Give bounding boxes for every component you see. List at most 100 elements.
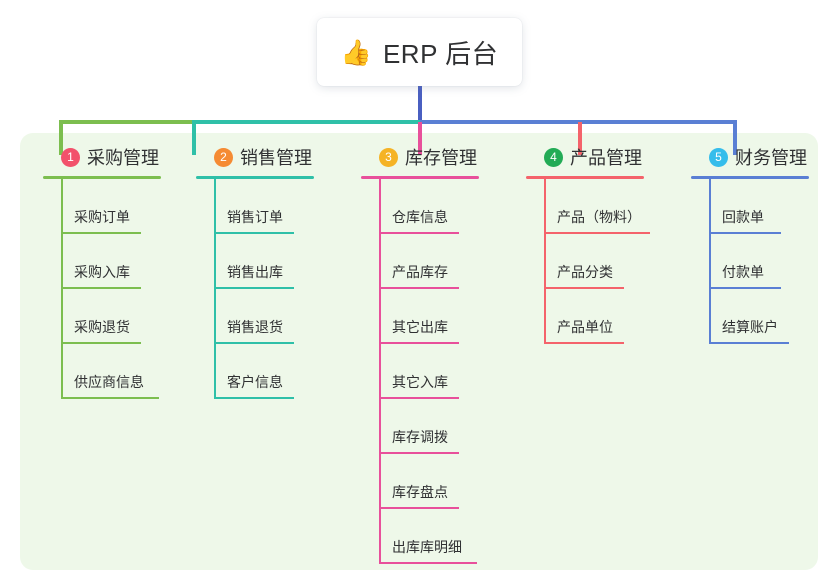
branch-leaf-item[interactable]: 其它出库 bbox=[361, 289, 479, 344]
branch-items: 回款单付款单结算账户 bbox=[691, 179, 809, 344]
leaf-label: 产品库存 bbox=[392, 264, 448, 280]
branch-leaf-item[interactable]: 其它入库 bbox=[361, 344, 479, 399]
branch-leaf-item[interactable]: 库存盘点 bbox=[361, 454, 479, 509]
branch-number-badge: 1 bbox=[61, 147, 80, 167]
leaf-label: 采购订单 bbox=[74, 209, 130, 225]
leaf-label: 出库库明细 bbox=[392, 539, 462, 555]
leaf-underline bbox=[379, 342, 459, 344]
leaf-underline bbox=[214, 232, 294, 234]
branch-spine-line bbox=[709, 179, 711, 344]
branch-header-rule bbox=[43, 176, 161, 179]
leaf-underline bbox=[544, 232, 650, 234]
branch-leaf-item[interactable]: 仓库信息 bbox=[361, 179, 479, 234]
branch-number-badge: 4 bbox=[544, 147, 563, 167]
root-node-card[interactable]: 👍 ERP 后台 bbox=[317, 18, 522, 86]
branch-items: 产品（物料） 产品分类产品单位 bbox=[526, 179, 650, 344]
leaf-underline bbox=[214, 287, 294, 289]
branch-header-5[interactable]: 5 财务管理 bbox=[691, 143, 809, 171]
branch-column-3: 3 库存管理仓库信息产品库存其它出库其它入库库存调拨库存盘点出库库明细 bbox=[361, 143, 479, 564]
branch-leaf-item[interactable]: 供应商信息 bbox=[43, 344, 161, 399]
branch-column-2: 2 销售管理销售订单销售出库销售退货客户信息 bbox=[196, 143, 314, 399]
branch-leaf-item[interactable]: 产品（物料） bbox=[526, 179, 650, 234]
branch-leaf-item[interactable]: 结算账户 bbox=[691, 289, 809, 344]
leaf-label: 库存盘点 bbox=[392, 484, 448, 500]
branch-column-5: 5 财务管理回款单付款单结算账户 bbox=[691, 143, 809, 344]
leaf-underline bbox=[379, 397, 459, 399]
branch-leaf-item[interactable]: 销售出库 bbox=[196, 234, 314, 289]
branch-header-3[interactable]: 3 库存管理 bbox=[361, 143, 479, 171]
branch-leaf-item[interactable]: 销售订单 bbox=[196, 179, 314, 234]
leaf-label: 付款单 bbox=[722, 264, 764, 280]
leaf-underline bbox=[709, 232, 781, 234]
branch-leaf-item[interactable]: 客户信息 bbox=[196, 344, 314, 399]
branch-column-4: 4 产品管理产品（物料） 产品分类产品单位 bbox=[526, 143, 650, 344]
leaf-underline bbox=[709, 287, 781, 289]
thumbs-up-icon: 👍 bbox=[340, 38, 372, 67]
branch-title: 采购管理 bbox=[87, 148, 159, 168]
branch-spine-line bbox=[214, 179, 216, 399]
branch-items: 采购订单采购入库采购退货供应商信息 bbox=[43, 179, 161, 399]
branch-number-badge: 2 bbox=[214, 147, 233, 167]
leaf-label: 结算账户 bbox=[722, 319, 778, 335]
leaf-underline bbox=[61, 397, 159, 399]
branch-leaf-item[interactable]: 采购退货 bbox=[43, 289, 161, 344]
leaf-label: 其它出库 bbox=[392, 319, 448, 335]
leaf-label: 产品分类 bbox=[557, 264, 613, 280]
branch-items: 仓库信息产品库存其它出库其它入库库存调拨库存盘点出库库明细 bbox=[361, 179, 479, 564]
branch-title: 财务管理 bbox=[735, 148, 807, 168]
leaf-label: 采购退货 bbox=[74, 319, 130, 335]
branch-leaf-item[interactable]: 付款单 bbox=[691, 234, 809, 289]
branch-leaf-item[interactable]: 出库库明细 bbox=[361, 509, 479, 564]
branch-number-badge: 3 bbox=[379, 147, 398, 167]
branch-spine-line bbox=[61, 179, 63, 399]
leaf-underline bbox=[544, 287, 624, 289]
branch-spine-line bbox=[379, 179, 381, 564]
leaf-label: 仓库信息 bbox=[392, 209, 448, 225]
branch-header-rule bbox=[691, 176, 809, 179]
branch-header-rule bbox=[196, 176, 314, 179]
branch-leaf-item[interactable]: 采购入库 bbox=[43, 234, 161, 289]
leaf-underline bbox=[214, 397, 294, 399]
branch-leaf-item[interactable]: 采购订单 bbox=[43, 179, 161, 234]
diagram-background-panel bbox=[20, 133, 818, 570]
branch-items: 销售订单销售出库销售退货客户信息 bbox=[196, 179, 314, 399]
leaf-label: 其它入库 bbox=[392, 374, 448, 390]
branch-header-2[interactable]: 2 销售管理 bbox=[196, 143, 314, 171]
branch-leaf-item[interactable]: 回款单 bbox=[691, 179, 809, 234]
leaf-label: 销售退货 bbox=[227, 319, 283, 335]
branch-title: 产品管理 bbox=[570, 148, 642, 168]
leaf-label: 采购入库 bbox=[74, 264, 130, 280]
leaf-underline bbox=[61, 342, 141, 344]
leaf-underline bbox=[61, 232, 141, 234]
branch-number-badge: 5 bbox=[709, 147, 728, 167]
branch-header-rule bbox=[361, 176, 479, 179]
branch-header-4[interactable]: 4 产品管理 bbox=[526, 143, 644, 171]
root-title: ERP 后台 bbox=[382, 38, 499, 69]
leaf-label: 销售出库 bbox=[227, 264, 283, 280]
leaf-label: 库存调拨 bbox=[392, 429, 448, 445]
branch-leaf-item[interactable]: 产品单位 bbox=[526, 289, 644, 344]
leaf-underline bbox=[544, 342, 624, 344]
leaf-underline bbox=[379, 452, 459, 454]
leaf-label: 产品（物料） bbox=[557, 209, 641, 225]
branch-spine-line bbox=[544, 179, 546, 344]
leaf-label: 回款单 bbox=[722, 209, 764, 225]
leaf-label: 产品单位 bbox=[557, 319, 613, 335]
branch-title: 库存管理 bbox=[405, 148, 477, 168]
leaf-underline bbox=[379, 232, 459, 234]
branch-leaf-item[interactable]: 库存调拨 bbox=[361, 399, 479, 454]
branch-column-1: 1 采购管理采购订单采购入库采购退货供应商信息 bbox=[43, 143, 161, 399]
leaf-underline bbox=[214, 342, 294, 344]
branch-leaf-item[interactable]: 产品库存 bbox=[361, 234, 479, 289]
branch-title: 销售管理 bbox=[240, 148, 312, 168]
leaf-label: 供应商信息 bbox=[74, 374, 144, 390]
leaf-underline bbox=[379, 562, 477, 564]
leaf-underline bbox=[709, 342, 789, 344]
branch-leaf-item[interactable]: 销售退货 bbox=[196, 289, 314, 344]
leaf-label: 客户信息 bbox=[227, 374, 283, 390]
leaf-label: 销售订单 bbox=[227, 209, 283, 225]
branch-header-1[interactable]: 1 采购管理 bbox=[43, 143, 161, 171]
branch-leaf-item[interactable]: 产品分类 bbox=[526, 234, 644, 289]
leaf-underline bbox=[379, 287, 459, 289]
